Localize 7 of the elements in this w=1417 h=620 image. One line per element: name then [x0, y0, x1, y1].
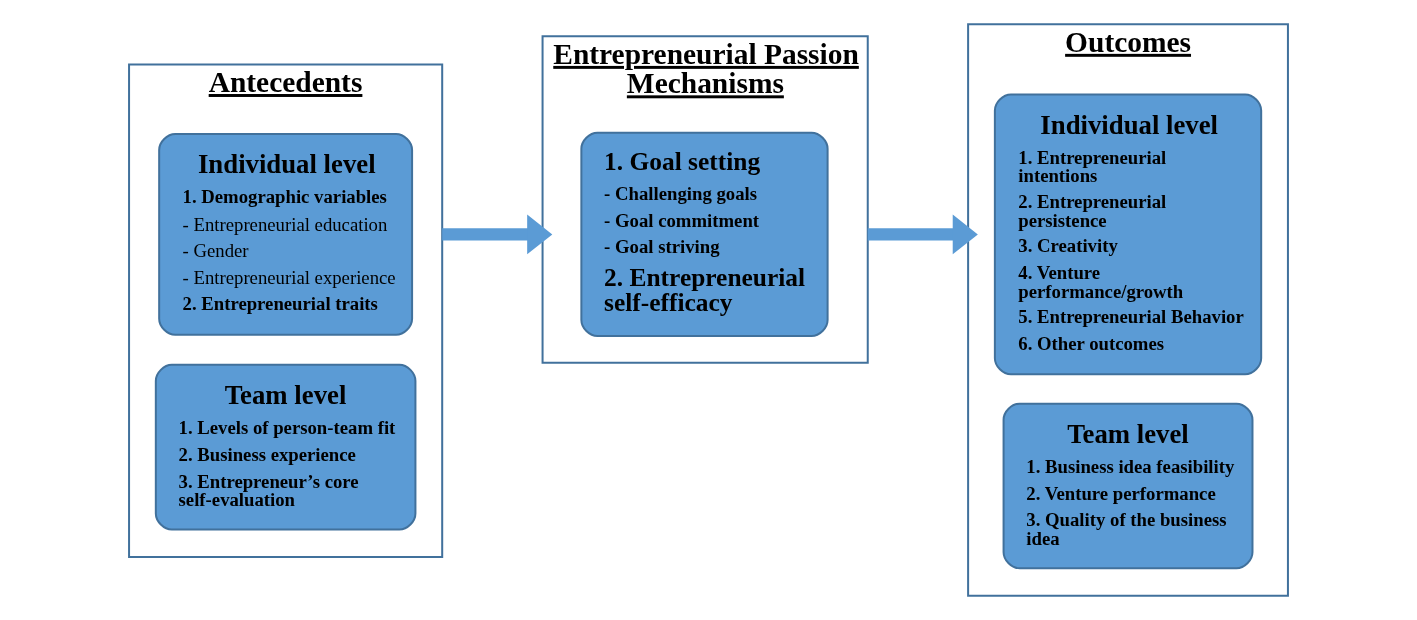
arrow [442, 214, 553, 255]
node-box: 1. Goal setting - Challenging goals - Goal commitment - Goal striving 2. Entrepreneurial self-efficacy [580, 131, 829, 338]
node-box: Individual level 1. Entrepreneurial intentions 2. Entrepreneurial persistence 3. Creativity 4. Venture performance/growth 5. Entrepreneurial Behavior 6. Other outcomes [993, 93, 1263, 376]
node-box: Team level 1. Levels of person-team fit 2. Business experience 3. Entrepreneur’s core self-evaluation [154, 363, 417, 531]
arrow [867, 214, 978, 255]
node-box: Team level 1. Business idea feasibility 2. Venture performance 3. Quality of the business idea [1002, 402, 1254, 570]
node-box: Individual level 1. Demographic variables - Entrepreneurial education - Gender - Entrepreneurial experience 2. Entrepreneurial traits [158, 133, 414, 336]
